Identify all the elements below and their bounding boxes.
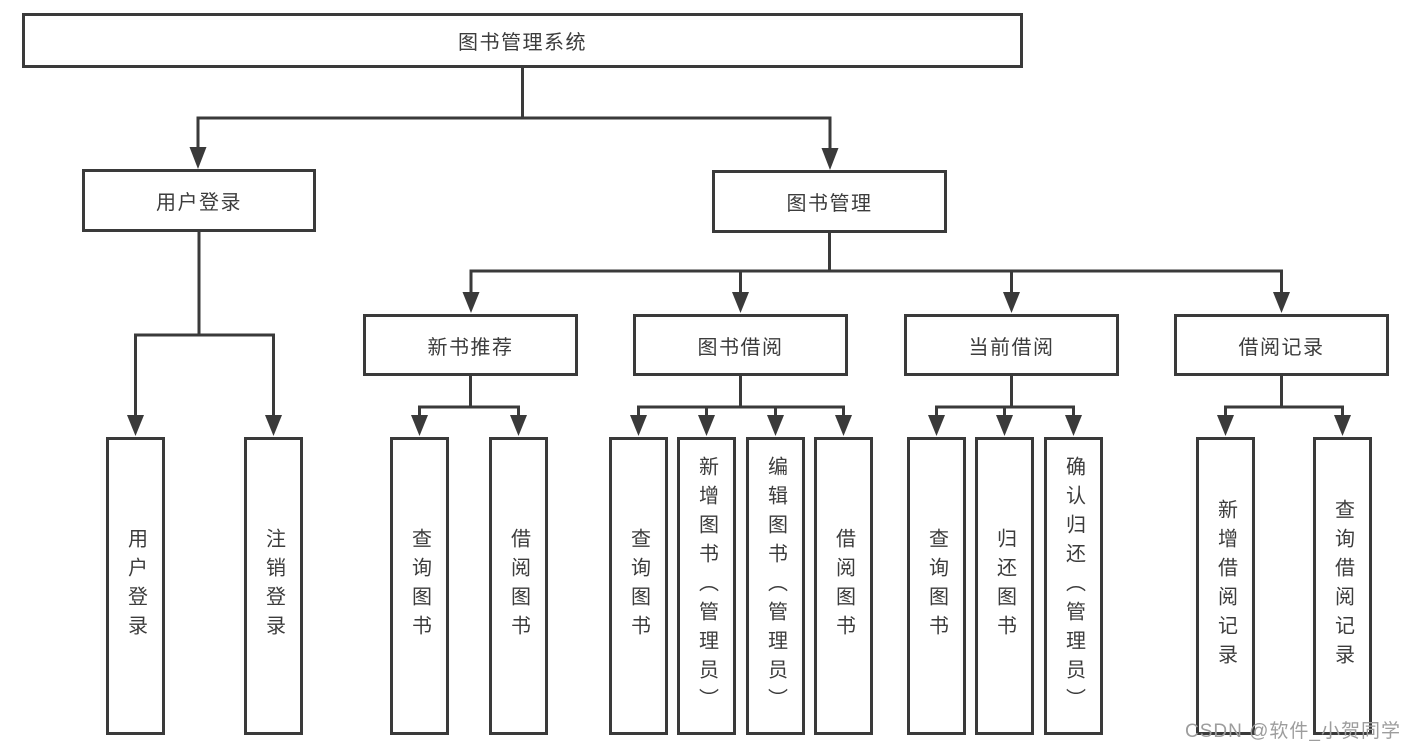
node-label: 确认归还（管理员） <box>1062 455 1085 717</box>
node-label: 图书借阅 <box>697 336 784 359</box>
node-label: 编辑图书（管理员） <box>764 455 787 717</box>
node-library-management-system: 图书管理系统 <box>22 13 1023 68</box>
node-label: 新增借阅记录 <box>1214 499 1237 673</box>
node-label: 用户登录 <box>156 192 242 214</box>
node-label: 借阅记录 <box>1238 336 1325 359</box>
node-leaf-query-books-current: 查询图书 <box>907 437 966 735</box>
node-book-borrowing: 图书借阅 <box>633 314 848 376</box>
node-label: 图书管理系统 <box>458 32 587 54</box>
node-label: 查询图书 <box>627 528 650 644</box>
node-label: 查询借阅记录 <box>1331 499 1354 673</box>
node-user-login: 用户登录 <box>82 169 316 232</box>
node-label: 新书推荐 <box>427 336 514 359</box>
node-label: 图书管理 <box>786 193 873 215</box>
node-label: 借阅图书 <box>832 528 855 644</box>
csdn-watermark: CSDN @软件_小贺同学 <box>1185 721 1401 742</box>
node-new-book-recommendation: 新书推荐 <box>363 314 578 376</box>
node-label: 当前借阅 <box>968 336 1055 359</box>
node-leaf-edit-books-admin: 编辑图书（管理员） <box>746 437 805 735</box>
node-leaf-query-books-borrowing: 查询图书 <box>609 437 668 735</box>
node-label: 注销登录 <box>262 528 285 644</box>
node-leaf-logout: 注销登录 <box>244 437 303 735</box>
node-label: 查询图书 <box>408 528 431 644</box>
node-label: 查询图书 <box>925 528 948 644</box>
node-label: 归还图书 <box>993 528 1016 644</box>
node-leaf-query-books-recommend: 查询图书 <box>390 437 449 735</box>
node-leaf-borrow-books-recommend: 借阅图书 <box>489 437 548 735</box>
node-leaf-confirm-return-admin: 确认归还（管理员） <box>1044 437 1103 735</box>
node-book-management: 图书管理 <box>712 170 947 233</box>
node-label: 借阅图书 <box>507 528 530 644</box>
node-leaf-add-books-admin: 新增图书（管理员） <box>677 437 736 735</box>
node-label: 用户登录 <box>124 528 147 644</box>
node-borrowing-records: 借阅记录 <box>1174 314 1389 376</box>
node-leaf-user-login: 用户登录 <box>106 437 165 735</box>
node-leaf-add-borrow-record: 新增借阅记录 <box>1196 437 1255 735</box>
node-leaf-return-books: 归还图书 <box>975 437 1034 735</box>
node-leaf-borrow-books: 借阅图书 <box>814 437 873 735</box>
node-label: 新增图书（管理员） <box>695 455 718 717</box>
node-leaf-query-borrow-record: 查询借阅记录 <box>1313 437 1372 735</box>
node-current-borrowing: 当前借阅 <box>904 314 1119 376</box>
